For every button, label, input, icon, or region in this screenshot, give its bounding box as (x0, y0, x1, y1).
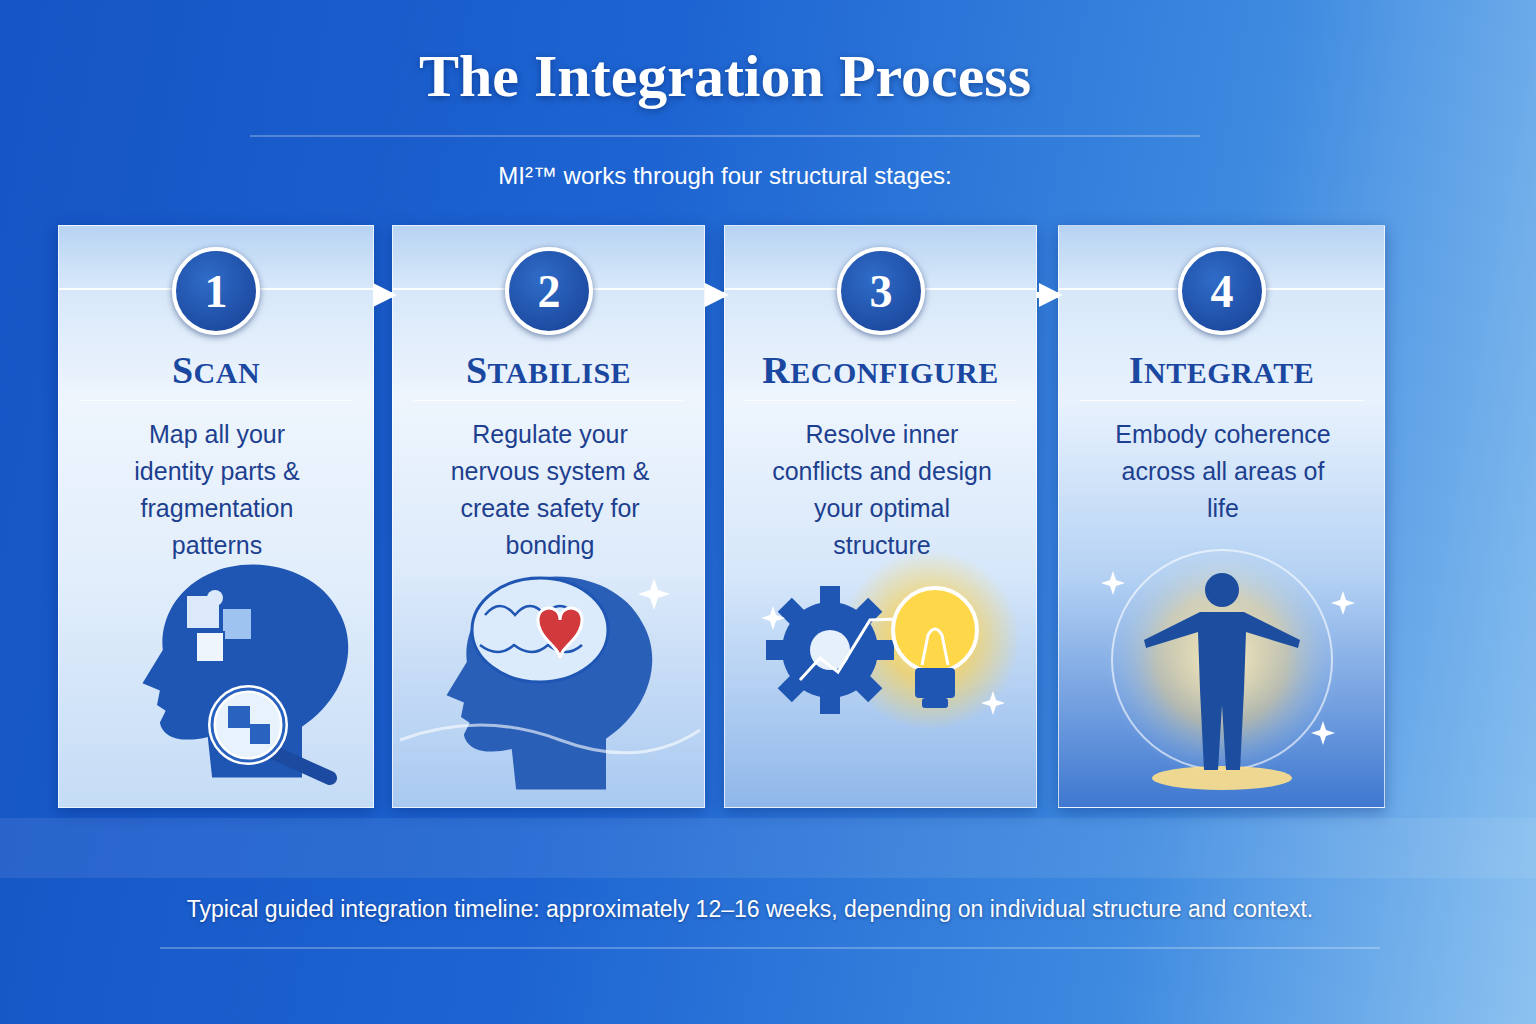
stage-heading: RECONFIGURE (725, 348, 1036, 392)
stage-description: Resolve inner conflicts and design your … (772, 416, 992, 564)
step-number-circle: 3 (837, 247, 925, 335)
stage-heading: INTEGRATE (1059, 348, 1384, 392)
heading-rule (413, 400, 684, 401)
diagram-title: The Integration Process (0, 42, 1450, 111)
flow-arrow (705, 292, 724, 298)
step-number-circle: 1 (172, 247, 260, 335)
heading-rule (1079, 400, 1364, 401)
heading-rule (745, 400, 1016, 401)
step-number-circle: 2 (505, 247, 593, 335)
stage-heading: STABILISE (393, 348, 704, 392)
stage-description: Map all your identity parts & fragmentat… (117, 416, 317, 564)
timeline-caption: Typical guided integration timeline: app… (0, 896, 1500, 923)
subtitle-label: MI²™ works through four structural stage… (0, 162, 1450, 190)
step-number-circle: 4 (1178, 247, 1266, 335)
step-number: 4 (1211, 265, 1234, 318)
caption-rule (160, 947, 1380, 949)
stage-panel: SCAN Map all your identity parts & fragme… (58, 225, 374, 808)
step-number: 1 (205, 265, 228, 318)
flow-arrow (374, 292, 392, 298)
heading-rule (79, 400, 353, 401)
step-number: 3 (870, 265, 893, 318)
stage-description: Embody coherence across all areas of lif… (1108, 416, 1338, 527)
stage-heading: SCAN (59, 348, 373, 392)
stage-panel: INTEGRATE Embody coherence across all are… (1058, 225, 1385, 808)
stage-panel: STABILISE Regulate your nervous system & … (392, 225, 705, 808)
flow-arrow (1037, 292, 1058, 298)
stage-panel: RECONFIGURE Resolve inner conflicts and d… (724, 225, 1037, 808)
title-rule (250, 135, 1200, 137)
floor-band (0, 818, 1536, 878)
stage-description: Regulate your nervous system & create sa… (450, 416, 650, 564)
step-number: 2 (538, 265, 561, 318)
